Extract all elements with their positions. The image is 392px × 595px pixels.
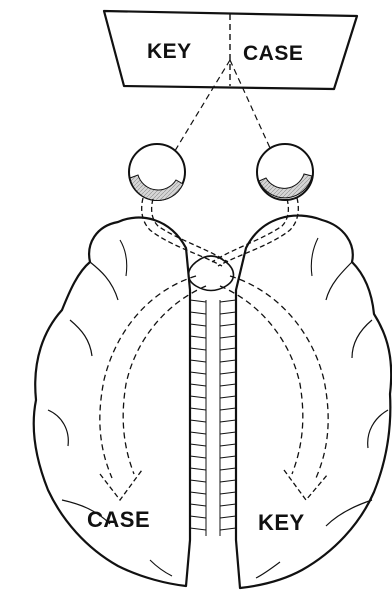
right-eye	[257, 144, 313, 200]
screen	[104, 11, 357, 89]
right-hemisphere-word: KEY	[258, 512, 305, 534]
screen-left-word: KEY	[147, 41, 192, 62]
left-eye	[129, 144, 185, 201]
left-hemisphere-word: CASE	[87, 509, 150, 531]
screen-right-word: CASE	[243, 43, 303, 64]
corpus-callosum	[190, 292, 236, 540]
